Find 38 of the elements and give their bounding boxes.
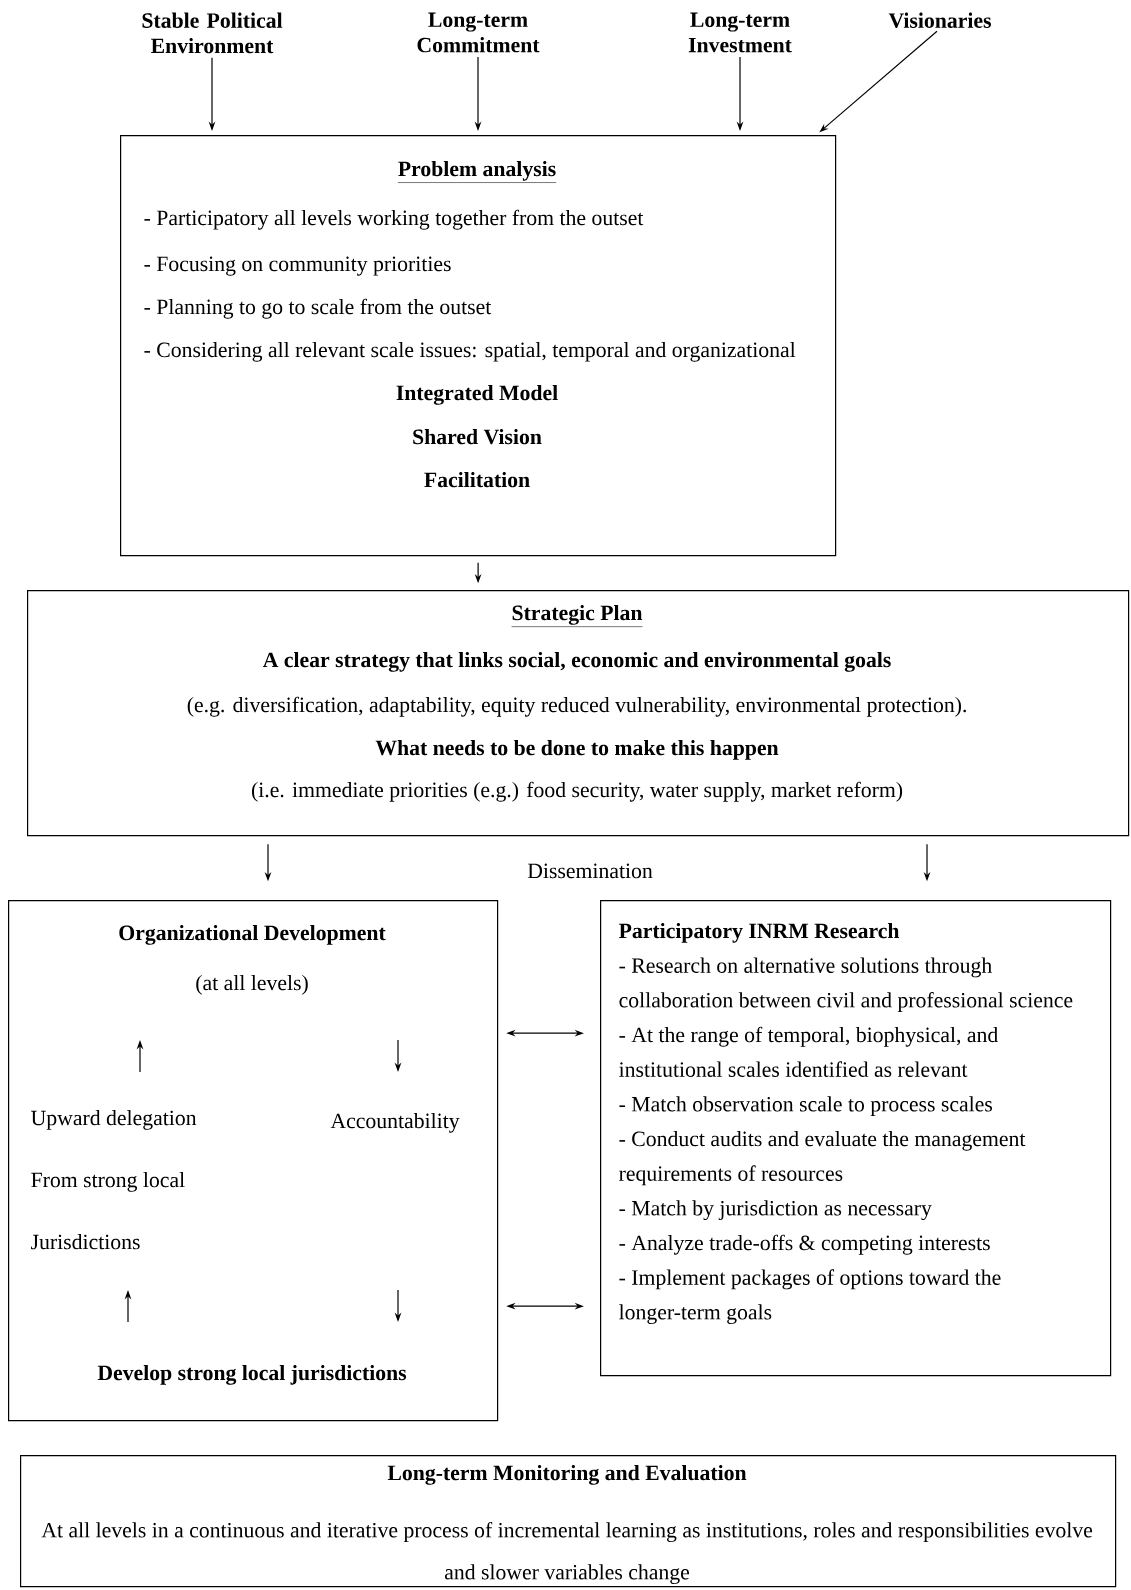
heading-text: Stable Political Environment [142, 12, 283, 54]
body-text: Upward delegation From strong local Jurisdictions [31, 1110, 197, 1250]
body-text: (e.g. diversification, adaptability, equity reduced vulnerability, environmental protection). [187, 696, 966, 717]
bold-text: A clear strategy that links social, economic and environmental goals [262, 651, 891, 672]
bullet-text: - At the range of temporal, biophysical, and institutional scales identified as relevant [619, 1026, 998, 1077]
bold-text: Organizational Development [119, 924, 386, 945]
bold-text: Facilitation [424, 471, 530, 488]
box-heading: Long-term Monitoring and Evaluation [387, 1464, 747, 1485]
bullet-text: - Research on alternative solutions through collaboration between civil and professional science [619, 957, 1073, 1012]
bold-text: Integrated Model [396, 384, 558, 405]
body-text: (at all levels) [196, 974, 308, 995]
process-box [8, 900, 499, 1422]
process-box [120, 135, 837, 557]
bullet-text: - Match by jurisdiction as necessary [619, 1200, 932, 1221]
bold-text: What needs to be done to make this happen [375, 739, 779, 760]
body-text: Accountability [330, 1112, 460, 1133]
box-heading: Strategic Plan [511, 604, 643, 627]
label-text: Dissemination [527, 863, 653, 879]
bullet-text: - Conduct audits and evaluate the management requirements of resources [619, 1130, 1026, 1186]
bold-text: Develop strong local jurisdictions [97, 1364, 407, 1385]
process-box [20, 1455, 1117, 1588]
bullet-text: - Considering all relevant scale issues: spatial, temporal and organizational [144, 341, 796, 362]
heading-text: Long-term Commitment [417, 12, 540, 53]
bold-text: Shared Vision [413, 428, 542, 445]
bullet-text: - Analyze trade-offs & competing interests [619, 1234, 990, 1255]
bullet-text: - Participatory all levels working together from the outset [144, 209, 644, 230]
box-heading: Participatory INRM Research [619, 922, 900, 943]
box-heading: Problem analysis [397, 160, 557, 183]
heading-text: Long-term Investment [688, 12, 792, 53]
bullet-text: - Match observation scale to process scales [619, 1096, 993, 1116]
body-text: (i.e. immediate priorities (e.g.) food security, water supply, market reform) [252, 781, 903, 802]
bullet-text: - Focusing on community priorities [144, 256, 451, 276]
bullet-text: - Implement packages of options toward the longer-term goals [619, 1269, 1001, 1325]
process-box [27, 590, 1130, 837]
body-text: At all levels in a continuous and iterative process of incremental learning as institutions, roles and responsibilities evolve and slower variables change [41, 1522, 1093, 1584]
process-box [600, 900, 1112, 1377]
bullet-text: - Planning to go to scale from the outset [144, 298, 492, 319]
heading-text: Visionaries [888, 12, 991, 28]
